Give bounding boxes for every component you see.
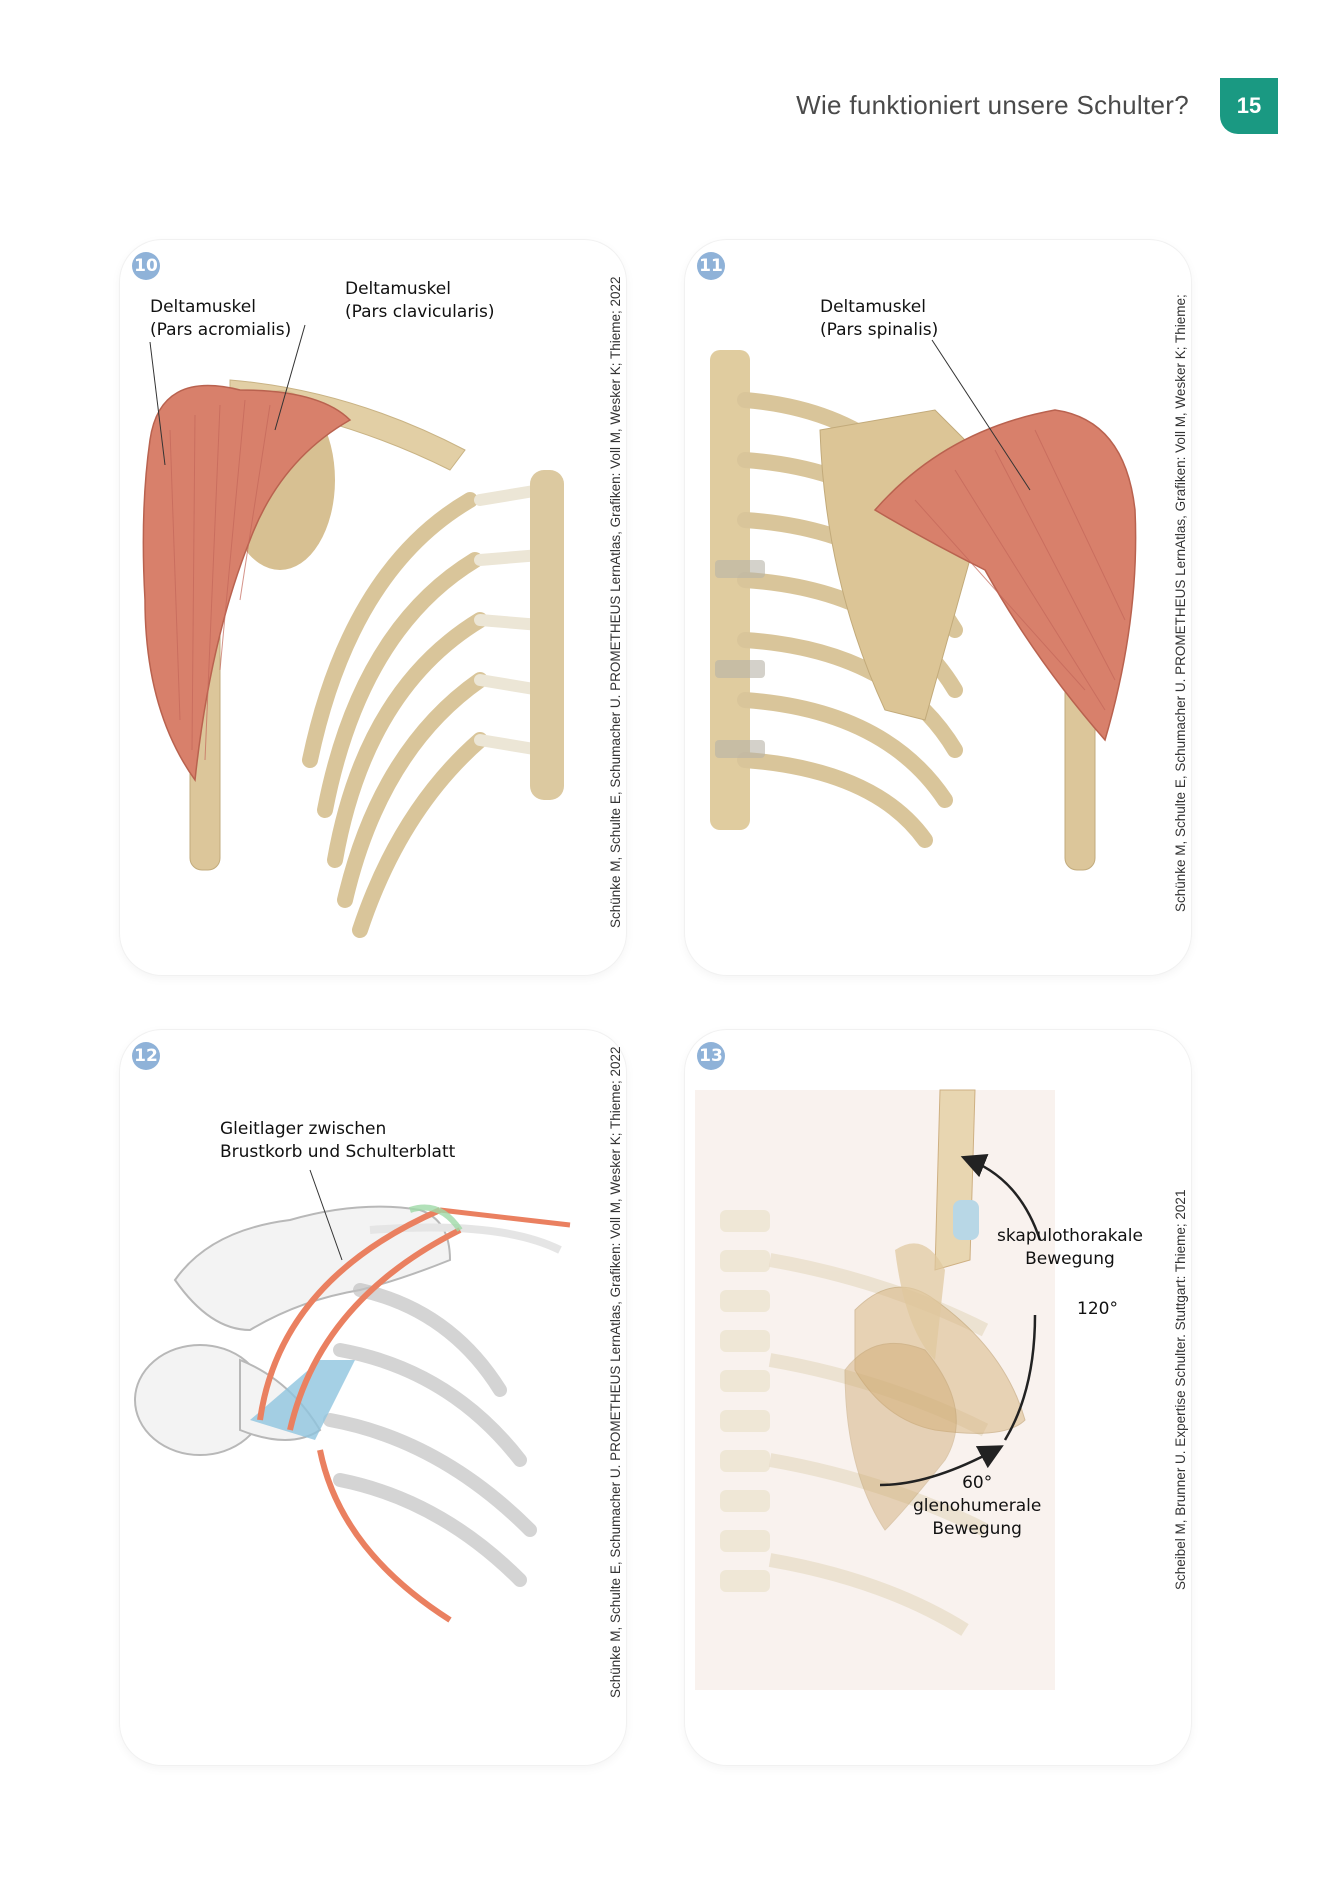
figure-panel-12: 12 Gleitlager zwischen Brustkorb und Sch… — [120, 1030, 626, 1765]
image-credit: Scheibel M, Brunner U. Expertise Schulte… — [1173, 1189, 1188, 1590]
figure-panel-11: 11 Deltamuskel (Pars spinalis) Schünke M… — [685, 240, 1191, 975]
scapulothoracic-gliding-illustration — [134, 1169, 571, 1623]
page-number-badge: 15 — [1220, 78, 1278, 134]
label-deltoid-acromial: Deltamuskel (Pars acromialis) — [150, 297, 292, 340]
label-angle-120: 120° — [1077, 1299, 1118, 1319]
deltoid-front-illustration — [142, 324, 564, 938]
image-credit: Schünke M, Schulte E, Schumacher U. PROM… — [1173, 294, 1188, 912]
image-credit: Schünke M, Schulte E, Schumacher U. PROM… — [608, 276, 623, 928]
label-deltoid-spinal: Deltamuskel (Pars spinalis) — [820, 297, 939, 340]
label-deltoid-clavicular: Deltamuskel (Pars clavicularis) — [345, 279, 495, 322]
figure-panel-13: 13 skapulothorakale — [685, 1030, 1191, 1765]
figure-number-badge: 11 — [697, 252, 725, 280]
image-credit: Schünke M, Schulte E, Schumacher U. PROM… — [608, 1046, 623, 1698]
figure-number-badge: 12 — [132, 1042, 160, 1070]
deltoid-back-illustration — [710, 339, 1137, 871]
label-scapulothoracic-motion: skapulothorakale Bewegung — [997, 1226, 1143, 1269]
label-glenohumeral-motion: 60° glenohumerale Bewegung — [913, 1473, 1042, 1539]
label-gliding-layer: Gleitlager zwischen Brustkorb und Schult… — [220, 1119, 456, 1162]
figure-panel-10: 10 Deltamuskel (Pars — [120, 240, 626, 975]
figure-number-badge: 10 — [132, 252, 160, 280]
page-header-title: Wie funktioniert unsere Schulter? — [796, 90, 1189, 120]
figure-number-badge: 13 — [697, 1042, 725, 1070]
shoulder-rhythm-illustration — [695, 1089, 1055, 1690]
